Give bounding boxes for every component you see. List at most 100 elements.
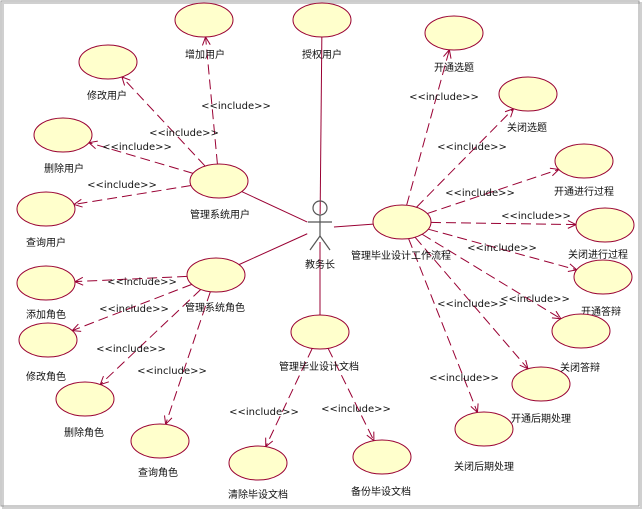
include-label-query-role: <<include>> xyxy=(137,366,207,377)
include-label-close-process: <<include>> xyxy=(501,211,571,222)
include-label-close-post: <<include>> xyxy=(429,373,499,384)
actor-right-leg xyxy=(319,235,331,251)
use-case-add-user xyxy=(174,2,234,38)
include-edge-close-process xyxy=(430,221,577,226)
include-edge-modify-user xyxy=(121,76,206,167)
include-arrowhead-delete-user xyxy=(87,140,98,150)
include-edge-close-topic xyxy=(416,108,514,208)
association-authorize-user xyxy=(319,36,323,215)
use-case-label-query-role: 查询角色 xyxy=(138,466,178,479)
use-case-label-query-user: 查询用户 xyxy=(26,236,66,249)
include-label-open-process: <<include>> xyxy=(445,188,515,199)
use-case-label-manage-users: 管理系统用户 xyxy=(190,208,250,221)
use-case-query-role xyxy=(130,423,190,459)
include-arrowhead-clear-docs xyxy=(265,437,274,448)
edges: <<include>><<include>><<include>><<inclu… xyxy=(71,35,578,448)
use-case-close-topic xyxy=(498,76,558,112)
include-label-open-topic: <<include>> xyxy=(409,92,479,103)
include-label-modify-role: <<include>> xyxy=(99,304,169,315)
include-edge-add-role xyxy=(74,275,188,283)
include-label-close-defense: <<include>> xyxy=(500,294,570,305)
include-edge-open-defense xyxy=(428,228,577,271)
use-case-label-backup-docs: 备份毕设文档 xyxy=(351,485,411,498)
include-edge-close-defense xyxy=(421,233,562,320)
association-manage-roles xyxy=(238,233,308,266)
include-arrowhead-open-defense xyxy=(567,263,578,272)
use-case-close-post xyxy=(454,411,514,447)
include-label-open-post: <<include>> xyxy=(437,299,507,310)
association-manage-flow xyxy=(333,223,374,228)
use-case-label-manage-flow: 管理毕业设计工作流程 xyxy=(351,249,451,262)
use-case-label-close-defense: 关闭答辩 xyxy=(560,361,600,374)
use-case-authorize-user xyxy=(292,2,352,38)
use-case-open-topic xyxy=(424,15,484,51)
include-label-open-defense: <<include>> xyxy=(467,243,537,254)
use-case-label-close-process: 关闭进行过程 xyxy=(568,248,628,261)
use-case-manage-flow xyxy=(372,204,432,240)
include-edge-open-topic xyxy=(406,49,450,206)
use-case-label-open-process: 开通进行过程 xyxy=(554,185,614,198)
use-case-label-modify-user: 修改用户 xyxy=(87,89,127,102)
include-edge-open-process xyxy=(427,168,559,215)
use-case-modify-user xyxy=(78,44,138,80)
use-case-close-defense xyxy=(551,313,611,349)
include-label-clear-docs: <<include>> xyxy=(229,407,299,418)
use-case-label-close-topic: 关闭选题 xyxy=(507,121,547,134)
use-case-add-role xyxy=(16,265,76,301)
use-case-label-add-user: 增加用户 xyxy=(185,48,225,61)
use-case-label-open-topic: 开通选题 xyxy=(434,61,474,74)
use-case-modify-role xyxy=(18,322,78,358)
actor-left-leg xyxy=(309,235,321,251)
include-edge-query-user xyxy=(73,185,192,205)
use-case-label-manage-docs: 管理毕业设计文档 xyxy=(279,360,359,373)
include-edge-backup-docs xyxy=(327,348,375,441)
use-case-label-manage-roles: 管理系统角色 xyxy=(185,301,245,314)
include-label-modify-user: <<include>> xyxy=(149,128,219,139)
use-case-label-modify-role: 修改角色 xyxy=(26,370,66,383)
include-label-delete-role: <<include>> xyxy=(96,344,166,355)
include-edge-close-post xyxy=(408,238,478,413)
use-case-delete-role xyxy=(55,381,115,417)
include-edge-clear-docs xyxy=(265,348,313,447)
include-edge-delete-user xyxy=(88,142,194,174)
association-manage-users xyxy=(241,191,308,223)
actor-figure xyxy=(308,200,332,251)
use-case-label-delete-role: 删除角色 xyxy=(64,426,104,439)
use-case-query-user xyxy=(16,191,76,227)
include-edge-modify-role xyxy=(72,283,192,332)
use-case-manage-roles xyxy=(186,257,246,293)
use-case-label-clear-docs: 清除毕设文档 xyxy=(228,488,288,501)
use-case-open-post xyxy=(511,366,571,402)
include-arrowhead-query-role xyxy=(164,415,173,426)
use-case-open-process xyxy=(554,143,614,179)
include-edge-add-user xyxy=(205,36,218,165)
include-arrowhead-open-process xyxy=(549,167,560,177)
use-case-manage-users xyxy=(189,163,249,199)
use-case-close-process xyxy=(575,207,635,243)
use-case-manage-docs xyxy=(290,314,350,350)
use-case-label-open-post: 开通后期处理 xyxy=(511,413,571,425)
include-label-backup-docs: <<include>> xyxy=(321,404,391,415)
include-arrowhead-close-defense xyxy=(551,310,562,320)
use-case-label-delete-user: 删除用户 xyxy=(44,162,84,175)
actor-label: 教务长 xyxy=(305,258,335,271)
include-label-add-role: <<include>> xyxy=(107,277,177,288)
use-case-delete-user xyxy=(33,117,93,153)
use-case-clear-docs xyxy=(228,445,288,481)
include-edge-query-role xyxy=(165,291,211,425)
include-label-close-topic: <<include>> xyxy=(437,142,507,153)
include-label-delete-user: <<include>> xyxy=(102,142,172,153)
use-case-backup-docs xyxy=(352,439,412,475)
include-label-query-user: <<include>> xyxy=(87,180,157,191)
use-case-label-authorize-user: 授权用户 xyxy=(302,48,342,61)
use-case-label-add-role: 添加角色 xyxy=(26,308,66,321)
use-case-open-defense xyxy=(573,259,633,295)
include-label-add-user: <<include>> xyxy=(201,101,271,112)
include-edge-delete-role xyxy=(99,289,202,385)
use-case-label-close-post: 关闭后期处理 xyxy=(454,460,514,473)
include-edge-open-post xyxy=(414,236,529,370)
